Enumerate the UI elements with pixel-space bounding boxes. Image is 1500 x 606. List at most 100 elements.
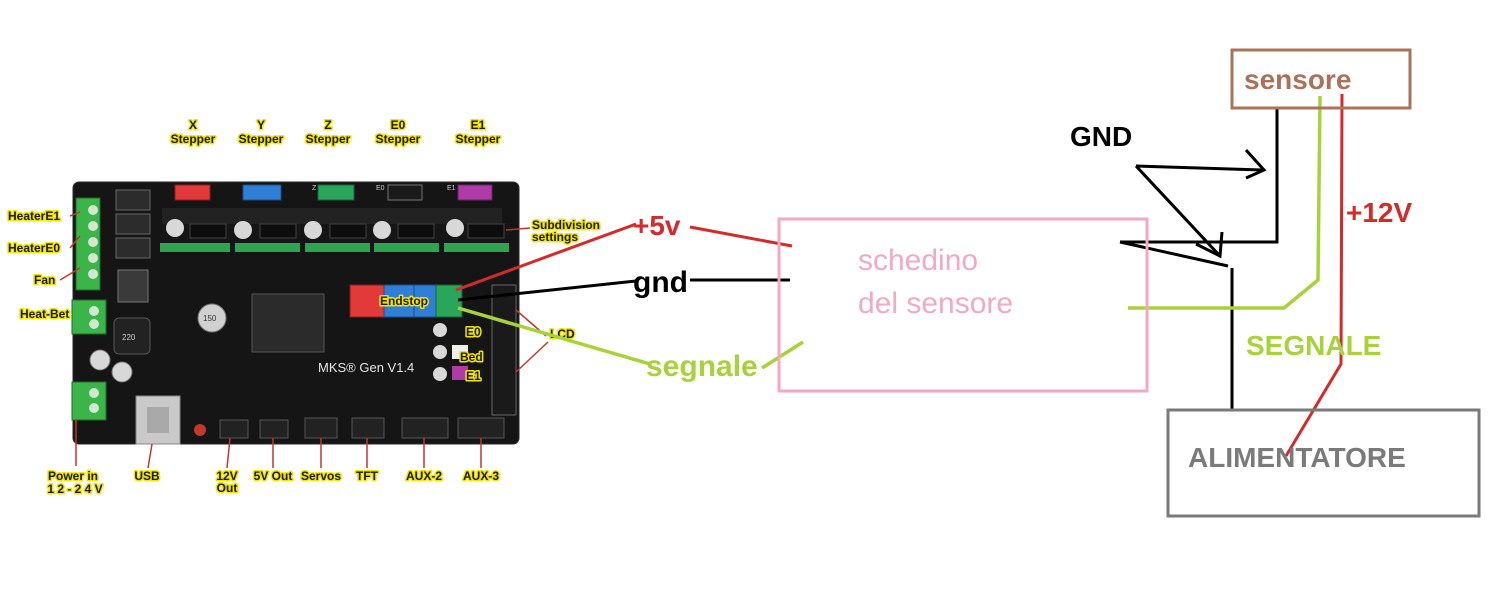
screw [88,237,98,247]
capacitor [373,221,391,239]
wire-segnale-box [761,340,804,370]
connector-e1 [457,184,493,201]
wire-segnale-board [457,306,651,366]
schedino-box [777,217,1149,393]
sensore-label: sensore [1244,64,1351,95]
wire-gnd-board [457,279,637,302]
label-gnd-lower: gnd [633,266,688,299]
green-header-y [235,243,300,252]
thermistor-e1 [433,367,447,381]
usb-inner [147,407,169,433]
mosfet [115,213,151,235]
screw [89,319,99,329]
label-e1: E1 [466,369,481,383]
label-plus5v: +5v [633,210,681,241]
capacitor [446,219,464,237]
label-fan: Fan [34,273,55,287]
thermistor-e0 [433,323,447,337]
callout-line [69,211,81,217]
label-tft: TFT [356,469,379,483]
gnd-arrow-2 [1134,164,1222,258]
wires [455,93,1344,457]
header-aux3 [457,417,505,439]
electrolytic-cap [89,349,111,371]
inductor [113,317,151,355]
screw [89,403,99,413]
mks-gen-board: Z E0 E1 220 150 MKS® Gen V1.4 [71,181,520,445]
header-strip [162,208,502,224]
silk-z: Z [312,185,317,192]
connector-y [242,184,282,201]
arrowhead-2 [1195,231,1224,259]
label-servos: Servos [301,469,341,483]
screw [88,221,98,231]
wire-gnd-sensore [1120,107,1279,244]
screw [89,306,99,316]
green-header-e0 [374,243,439,252]
callout-line [59,267,81,281]
mcu-chip [251,293,325,353]
label-aux3: AUX-3 [463,469,499,483]
label-e0: E0 [466,325,481,339]
lcd-header [491,284,517,416]
stepper-sockets [160,208,509,252]
connector-x [174,184,211,201]
label-usb: USB [134,469,160,483]
wire-gnd-diag [1119,240,1229,268]
schedino-label-line1: schedino [858,244,978,277]
header-12v [219,419,249,439]
callout-line [505,227,531,231]
wire-5v-board [455,222,637,292]
green-header-z [305,243,370,252]
wire-5v-box [689,225,793,248]
callout-line [147,443,153,469]
mosfet [115,189,151,211]
schedino-label-line2: del sensore [858,287,1013,320]
green-header-x [160,243,230,252]
label-heater-e1: HeaterE1 [8,209,60,223]
silk-150: 150 [203,314,217,323]
callout-line [515,341,549,373]
screw [88,253,98,263]
bed-marker [452,345,468,359]
alimentatore-box [1166,408,1481,518]
endstop-red [349,284,385,318]
header-servos [304,417,338,439]
reset-button [194,424,206,436]
thermistor-bed [433,345,447,359]
silk-220: 220 [122,333,136,342]
screw [88,205,98,215]
label-heat-bet: Heat-Bet [20,307,69,321]
wire-segnale-sensore [1128,95,1322,310]
connector-e0 [387,184,423,201]
label-aux2: AUX-2 [406,469,442,483]
dip-switch [397,223,435,239]
capacitor [304,221,322,239]
electrolytic-cap [197,303,227,333]
screw [89,388,99,398]
label-bed: Bed [460,350,483,364]
label-segnale-upper: SEGNALE [1246,330,1381,361]
wire-12v [1284,93,1344,457]
dip-switch [329,223,367,239]
label-endstop: Endstop [380,294,428,308]
silk-e0: E0 [376,185,385,192]
green-header-e1 [444,243,509,252]
heatbed-terminal [71,299,107,335]
regulator [117,269,149,303]
label-segnale-lower: segnale [646,350,758,383]
e1-marker [452,366,468,380]
header-tft [351,417,385,439]
sensore-box [1230,48,1412,110]
